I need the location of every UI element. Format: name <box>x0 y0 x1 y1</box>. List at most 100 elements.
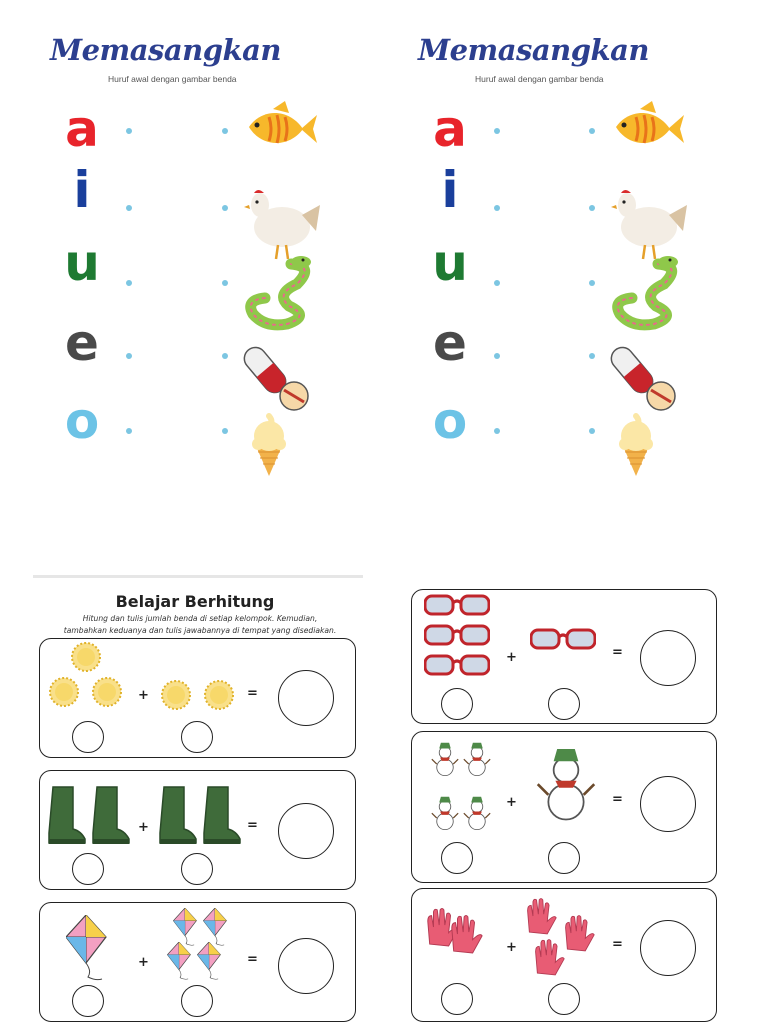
glasses-icon <box>424 624 490 646</box>
kite-icon <box>203 908 227 946</box>
sun-icon <box>71 642 101 672</box>
divider <box>33 575 363 578</box>
glove-icon <box>527 898 557 935</box>
boot-icon <box>92 786 130 845</box>
snowman-icon <box>431 742 459 777</box>
answer-circle[interactable] <box>640 920 696 976</box>
letter-i: i <box>73 161 91 219</box>
match-dot-right[interactable] <box>222 205 228 211</box>
match-dot-left[interactable] <box>126 128 132 134</box>
kite-icon <box>66 915 107 981</box>
worksheet-title: Memasangkan <box>50 33 281 67</box>
fish-icon <box>614 99 686 145</box>
match-dot-left[interactable] <box>494 353 500 359</box>
kite-icon <box>197 942 221 980</box>
match-dot-left[interactable] <box>126 280 132 286</box>
ice-cream-icon <box>611 412 661 478</box>
letter-e: e <box>65 314 99 372</box>
letter-a: a <box>433 100 467 158</box>
counting-instruction-line1: Hitung dan tulis jumlah benda di setiap … <box>82 614 318 623</box>
count-circle[interactable] <box>72 985 104 1017</box>
sun-icon <box>49 677 79 707</box>
equals-sign: = <box>612 792 623 807</box>
medicine-icon <box>607 341 677 412</box>
count-circle[interactable] <box>441 842 473 874</box>
match-dot-right[interactable] <box>222 428 228 434</box>
snowman-icon <box>536 747 596 821</box>
match-dot-left[interactable] <box>494 205 500 211</box>
sun-icon <box>204 680 234 710</box>
match-dot-left[interactable] <box>126 428 132 434</box>
match-dot-right[interactable] <box>589 205 595 211</box>
match-dot-right[interactable] <box>589 428 595 434</box>
chicken-icon <box>611 188 689 261</box>
match-dot-left[interactable] <box>494 280 500 286</box>
sun-icon <box>161 680 191 710</box>
kite-icon <box>173 908 197 946</box>
plus-sign: + <box>506 795 517 810</box>
equals-sign: = <box>247 686 258 701</box>
answer-circle[interactable] <box>278 670 334 726</box>
count-circle[interactable] <box>181 853 213 885</box>
medicine-icon <box>240 341 310 412</box>
sun-icon <box>92 677 122 707</box>
plus-sign: + <box>506 650 517 665</box>
boot-icon <box>203 786 241 845</box>
answer-circle[interactable] <box>640 630 696 686</box>
count-circle[interactable] <box>181 721 213 753</box>
match-dot-right[interactable] <box>589 128 595 134</box>
worksheet-subtitle: Huruf awal dengan gambar benda <box>108 74 237 84</box>
letter-o: o <box>432 392 468 450</box>
match-dot-right[interactable] <box>589 353 595 359</box>
answer-circle[interactable] <box>278 803 334 859</box>
glove-icon <box>451 915 483 954</box>
snake-icon <box>245 254 315 334</box>
plus-sign: + <box>138 955 149 970</box>
count-circle[interactable] <box>72 853 104 885</box>
worksheet-subtitle: Huruf awal dengan gambar benda <box>475 74 604 84</box>
match-dot-left[interactable] <box>494 428 500 434</box>
match-dot-right[interactable] <box>222 353 228 359</box>
ice-cream-icon <box>244 412 294 478</box>
fish-icon <box>247 99 319 145</box>
count-circle[interactable] <box>548 688 580 720</box>
answer-circle[interactable] <box>278 938 334 994</box>
snowman-icon <box>431 796 459 831</box>
letter-i: i <box>441 161 459 219</box>
snowman-icon <box>463 796 491 831</box>
match-dot-right[interactable] <box>589 280 595 286</box>
match-dot-right[interactable] <box>222 128 228 134</box>
count-circle[interactable] <box>181 985 213 1017</box>
counting-instruction-line2: tambahkan keduanya dan tulis jawabannya … <box>63 626 337 635</box>
worksheet-title: Memasangkan <box>418 33 649 67</box>
snake-icon <box>612 254 682 334</box>
plus-sign: + <box>506 940 517 955</box>
glasses-icon <box>530 628 596 650</box>
glove-icon <box>535 939 565 976</box>
chicken-icon <box>244 188 322 261</box>
kite-icon <box>167 942 191 980</box>
match-dot-right[interactable] <box>222 280 228 286</box>
count-circle[interactable] <box>441 983 473 1015</box>
match-dot-left[interactable] <box>126 353 132 359</box>
equals-sign: = <box>612 937 623 952</box>
snowman-icon <box>463 742 491 777</box>
match-dot-left[interactable] <box>494 128 500 134</box>
plus-sign: + <box>138 820 149 835</box>
boot-icon <box>159 786 197 845</box>
letter-u: u <box>64 234 100 292</box>
boot-icon <box>48 786 86 845</box>
letter-e: e <box>433 314 467 372</box>
letter-a: a <box>65 100 99 158</box>
count-circle[interactable] <box>548 842 580 874</box>
equals-sign: = <box>612 645 623 660</box>
plus-sign: + <box>138 688 149 703</box>
match-dot-left[interactable] <box>126 205 132 211</box>
count-circle[interactable] <box>441 688 473 720</box>
answer-circle[interactable] <box>640 776 696 832</box>
counting-title: Belajar Berhitung <box>115 592 275 611</box>
equals-sign: = <box>247 818 258 833</box>
count-circle[interactable] <box>548 983 580 1015</box>
glasses-icon <box>424 594 490 616</box>
count-circle[interactable] <box>72 721 104 753</box>
